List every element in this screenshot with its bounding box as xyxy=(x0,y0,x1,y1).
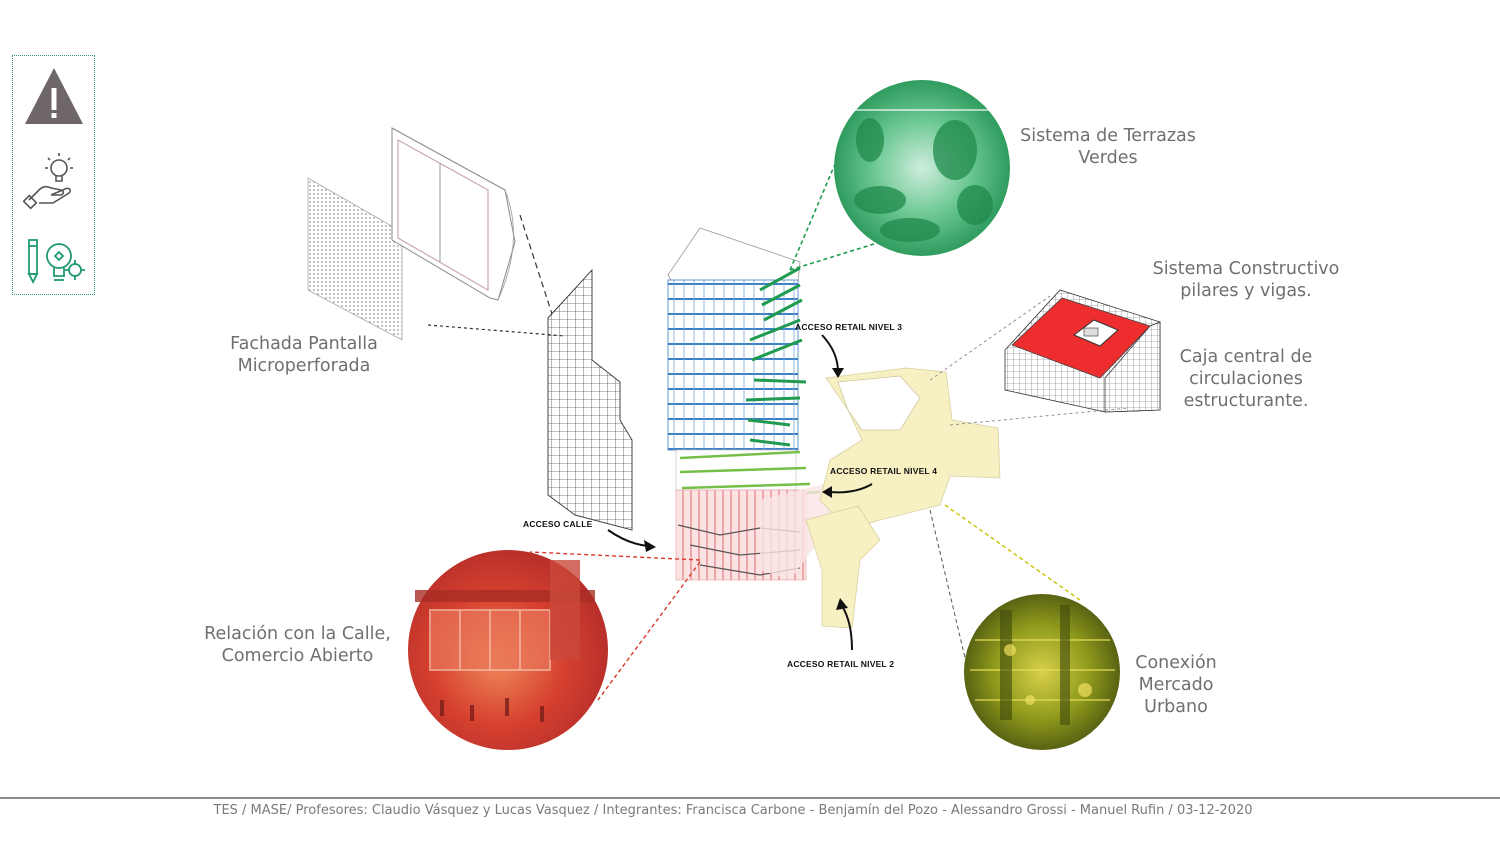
label-facade: Fachada Pantalla Microperforada xyxy=(230,334,378,376)
callout-arrows xyxy=(607,334,873,651)
facade-frame xyxy=(391,127,516,301)
warning-icon[interactable] xyxy=(23,64,85,126)
sidebar-panel xyxy=(12,55,95,295)
idea-hand-icon[interactable] xyxy=(22,148,85,210)
footer-divider xyxy=(0,797,1500,799)
callout-retail-2: ACCESO RETAIL NIVEL 2 xyxy=(787,659,895,669)
tower xyxy=(667,227,840,581)
label-street: Relación con la Calle, Comercio Abierto xyxy=(204,624,391,666)
terraces-photo-inset xyxy=(834,80,1010,256)
footer-credits: TES / MASE/ Profesores: Claudio Vásquez … xyxy=(213,803,1253,818)
label-market: Conexión Mercado Urbano xyxy=(1135,653,1217,717)
core-structure-box xyxy=(1004,289,1161,413)
label-construction: Sistema Constructivo pilares y vigas. xyxy=(1152,259,1340,301)
facade-mesh-panel xyxy=(307,177,403,341)
label-terraces: Sistema de Terrazas Verdes xyxy=(1020,126,1196,168)
creative-process-icon[interactable] xyxy=(23,230,85,292)
callout-street: ACCESO CALLE xyxy=(523,519,593,529)
facade-grid-screen xyxy=(547,268,633,531)
label-core: Caja central de circulaciones estructura… xyxy=(1179,347,1313,411)
market-photo-inset xyxy=(964,594,1120,750)
callout-retail-3: ACCESO RETAIL NIVEL 3 xyxy=(795,322,903,332)
green-terraces xyxy=(745,266,807,447)
street-photo-inset xyxy=(408,550,608,750)
retail-plates xyxy=(805,367,1001,629)
callout-retail-4: ACCESO RETAIL NIVEL 4 xyxy=(830,466,938,476)
